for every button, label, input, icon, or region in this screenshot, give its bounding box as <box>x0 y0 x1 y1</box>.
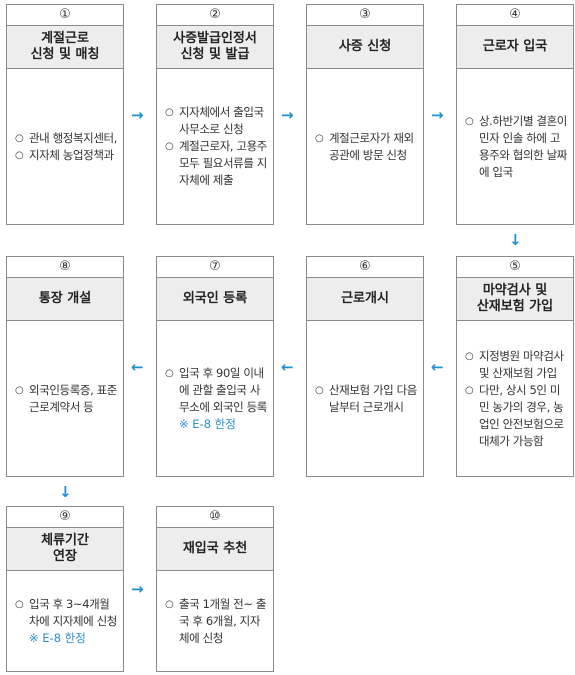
step-number: ③ <box>307 5 423 26</box>
step-item: 계절근로자, 고용주 모두 필요서류를 지자체에 제출 <box>165 138 267 189</box>
step-body: 상.하반기별 결혼이민자 인솔 하에 고용주와 협의한 날짜에 입국 <box>457 69 573 224</box>
step-item: 지정병원 마약검사 및 산재보험 가입 <box>465 348 567 382</box>
step-6: ⑥ 근로개시 산재보험 가입 다음날부터 근로개시 <box>306 256 424 477</box>
step-item: 지자체에서 출입국사무소로 신청 <box>165 104 267 138</box>
step-title: 재입국 추천 <box>157 528 273 571</box>
step-item: 출국 1개월 전~ 출국 후 6개월, 지자체에 신청 <box>165 596 267 647</box>
step-number: ⑨ <box>7 507 123 528</box>
step-body: 출국 1개월 전~ 출국 후 6개월, 지자체에 신청 <box>157 571 273 671</box>
step-item: 상.하반기별 결혼이민자 인솔 하에 고용주와 협의한 날짜에 입국 <box>465 113 567 181</box>
arrow-left-icon: ← <box>131 358 144 376</box>
step-number: ⑦ <box>157 257 273 278</box>
step-item: 계절근로자가 재외공관에 방문 신청 <box>315 130 417 164</box>
step-body: 지자체에서 출입국사무소로 신청 계절근로자, 고용주 모두 필요서류를 지자체… <box>157 69 273 224</box>
arrow-right-icon: → <box>281 106 294 124</box>
arrow-right-icon: → <box>131 106 144 124</box>
step-title: 외국인 등록 <box>157 278 273 321</box>
step-number: ④ <box>457 5 573 26</box>
arrow-down-icon: ↓ <box>509 231 522 249</box>
step-item: 산재보험 가입 다음날부터 근로개시 <box>315 382 417 416</box>
step-body: 관내 행정복지센터, 지자체 농업정책과 <box>7 69 123 224</box>
step-body: 입국 후 3~4개월 차에 지자체에 신청 ※ E-8 한정 <box>7 571 123 671</box>
step-item: 입국 후 90일 이내에 관할 출입국 사무소에 외국인 등록 <box>165 365 267 416</box>
step-title: 사증 신청 <box>307 26 423 69</box>
step-body: 입국 후 90일 이내에 관할 출입국 사무소에 외국인 등록 ※ E-8 한정 <box>157 321 273 476</box>
arrow-right-icon: → <box>131 580 144 598</box>
step-number: ⑥ <box>307 257 423 278</box>
arrow-left-icon: ← <box>281 358 294 376</box>
step-body: 외국인등록증, 표준근로계약서 등 <box>7 321 123 476</box>
step-item: 지자체 농업정책과 <box>15 147 117 164</box>
step-item: 입국 후 3~4개월 차에 지자체에 신청 <box>15 596 117 630</box>
step-3: ③ 사증 신청 계절근로자가 재외공관에 방문 신청 <box>306 4 424 225</box>
arrow-left-icon: ← <box>431 358 444 376</box>
step-title: 근로자 입국 <box>457 26 573 69</box>
step-number: ⑧ <box>7 257 123 278</box>
step-number: ② <box>157 5 273 26</box>
step-title: 근로개시 <box>307 278 423 321</box>
step-4: ④ 근로자 입국 상.하반기별 결혼이민자 인솔 하에 고용주와 협의한 날짜에… <box>456 4 574 225</box>
step-body: 산재보험 가입 다음날부터 근로개시 <box>307 321 423 476</box>
step-7: ⑦ 외국인 등록 입국 후 90일 이내에 관할 출입국 사무소에 외국인 등록… <box>156 256 274 477</box>
step-body: 지정병원 마약검사 및 산재보험 가입 다만, 상시 5인 미민 농가의 경우,… <box>457 321 573 476</box>
step-title: 통장 개설 <box>7 278 123 321</box>
step-number: ① <box>7 5 123 26</box>
step-item: 다만, 상시 5인 미민 농가의 경우, 농업인 안전보험으로 대체가 가능함 <box>465 382 567 450</box>
step-10: ⑩ 재입국 추천 출국 1개월 전~ 출국 후 6개월, 지자체에 신청 <box>156 506 274 672</box>
step-8: ⑧ 통장 개설 외국인등록증, 표준근로계약서 등 <box>6 256 124 477</box>
step-body: 계절근로자가 재외공관에 방문 신청 <box>307 69 423 224</box>
step-number: ⑩ <box>157 507 273 528</box>
arrow-down-icon: ↓ <box>59 483 72 501</box>
step-note: ※ E-8 한정 <box>179 416 236 431</box>
step-note: ※ E-8 한정 <box>29 630 86 645</box>
arrow-right-icon: → <box>431 106 444 124</box>
step-item: 관내 행정복지센터, <box>15 130 117 147</box>
step-item: 외국인등록증, 표준근로계약서 등 <box>15 382 117 416</box>
step-number: ⑤ <box>457 257 573 278</box>
